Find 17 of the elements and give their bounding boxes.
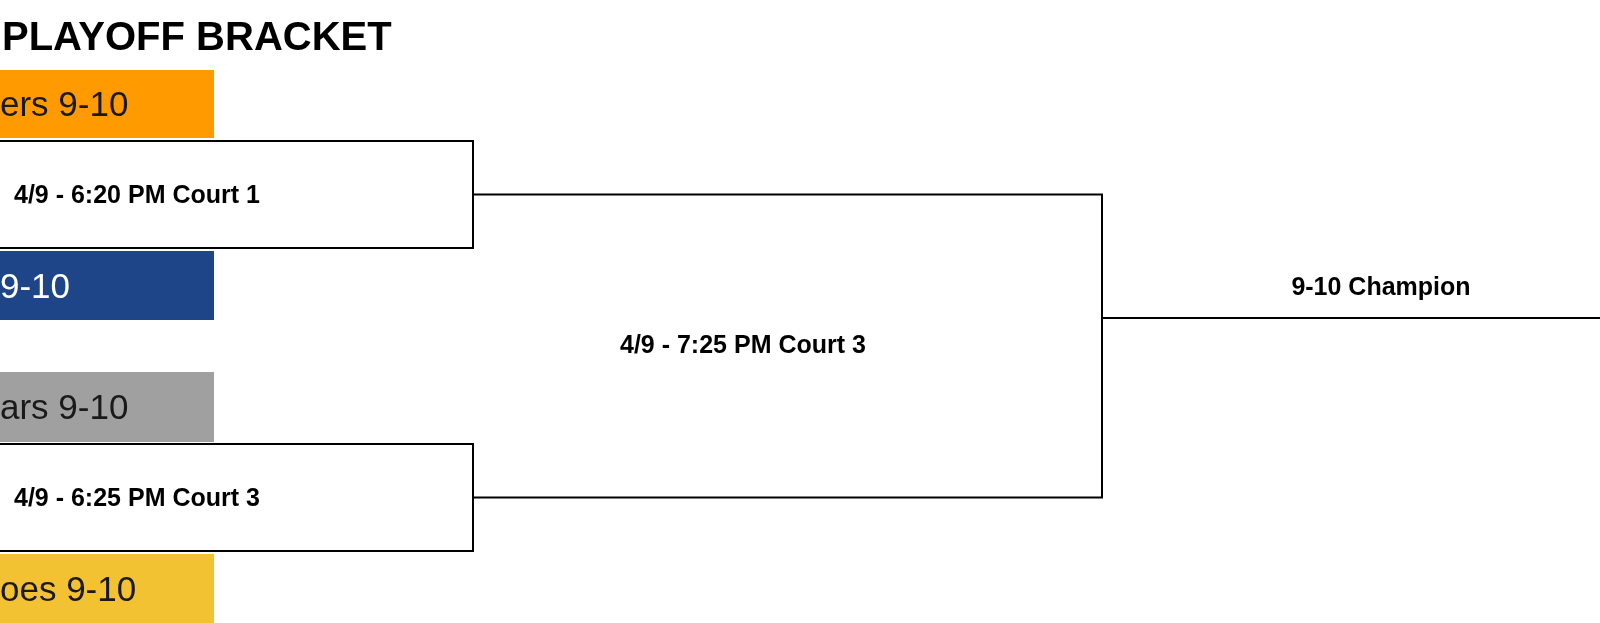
team-name: ars 9-10 <box>0 387 129 427</box>
game-time: 4/9 - 7:25 PM Court 3 <box>620 330 866 359</box>
team-name: oes 9-10 <box>0 568 137 609</box>
champion-label: 9-10 Champion <box>1291 272 1471 301</box>
team-name: 9-10 <box>0 265 71 306</box>
team-bar <box>0 251 214 320</box>
team-bar <box>0 70 214 138</box>
team-bar <box>0 372 214 442</box>
team-bar <box>0 554 214 623</box>
game-time: 4/9 - 6:25 PM Court 3 <box>14 483 260 512</box>
game-box <box>0 443 474 552</box>
bracket-line <box>473 193 1103 319</box>
title: PLAYOFF BRACKET <box>2 14 392 59</box>
game-box <box>0 140 474 249</box>
team-name: ers 9-10 <box>0 84 129 124</box>
game-time: 4/9 - 6:20 PM Court 1 <box>14 180 260 209</box>
bracket-line <box>473 317 1103 499</box>
